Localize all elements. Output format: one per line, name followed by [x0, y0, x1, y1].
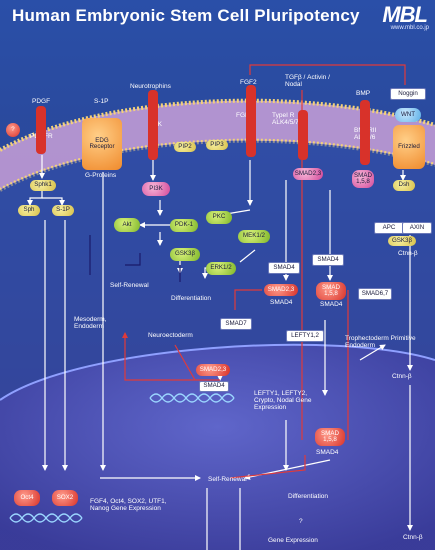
fgfr-stalk	[246, 85, 256, 157]
erk12-node: ERK1/2	[206, 262, 236, 275]
brand-url: www.mbl.co.jp	[390, 25, 429, 31]
differentiation-label-a: Differentiation	[171, 295, 211, 302]
tgf-activin-nodal-label: TGFβ / Activin / Nodal	[285, 74, 330, 88]
type1r-stalk	[298, 110, 308, 160]
smad4-node-b: SMAD4	[268, 262, 300, 274]
axin-node: AXIN	[402, 222, 432, 234]
pdgf-label: PDGF	[32, 98, 51, 105]
neurotrophins-label: Neurotrophins	[130, 83, 171, 90]
smad4-node-a: SMAD4	[312, 254, 344, 266]
smad4-label-d: SMAD4	[320, 301, 343, 308]
pdgfr-stalk	[36, 106, 46, 154]
sphk1-node: Sphk1	[30, 180, 56, 191]
wnt-node: WNT	[395, 108, 421, 122]
smad23-node-b: SMAD2,3	[264, 284, 298, 296]
unknown-ligand-marker: ?	[6, 123, 20, 137]
sox2-node: SOX2	[52, 490, 78, 506]
pkc-node: PKC	[206, 211, 232, 224]
page-title: Human Embryonic Stem Cell Pluripotency	[12, 6, 360, 25]
neuroectoderm-label: Neuroectoderm	[148, 332, 193, 339]
ctnnb-label-b: Ctnn-β	[392, 373, 412, 380]
brand-logo: MBL	[382, 2, 428, 27]
bmpr-stalk	[360, 100, 370, 165]
dna-helix-oct4	[9, 513, 83, 523]
header: Human Embryonic Stem Cell Pluripotency M…	[0, 0, 435, 32]
question-label: ?	[299, 518, 303, 525]
fgf4-gene-expression-label: FGF4, Oct4, SOX2, UTF1, Nanog Gene Expre…	[90, 498, 167, 512]
g-proteins-label: G-Proteins	[85, 172, 117, 179]
gene-expression-label: Gene Expression	[268, 537, 318, 544]
dsh-node: Dsh	[393, 180, 415, 191]
smad7-node: SMAD7	[220, 318, 252, 330]
ctnnb-label-c: Ctnn-β	[403, 534, 423, 541]
fgfr-label: FGFR	[236, 112, 254, 119]
pdk1-node: PDK-1	[170, 219, 198, 232]
membrane-beads	[0, 98, 435, 152]
s1p-top-label: S-1P	[94, 98, 109, 105]
smad158-node-b: SMAD 1,5,8	[316, 282, 346, 300]
sph-node: Sph	[18, 205, 40, 216]
smad4-label-c: SMAD4	[270, 299, 293, 306]
type1r-label: TypeI R ALK4/5/7	[272, 112, 299, 126]
akt-node: Akt	[114, 218, 140, 232]
smad67-node: SMAD6,7	[358, 288, 392, 300]
smad158-receptor-node: SMAD 1,5,8	[352, 170, 374, 188]
s1p-node: S-1P	[52, 205, 74, 216]
lefty-gene-expression-label: LEFTY1, LEFTY2, Crypto, Nodal Gene Expre…	[254, 390, 312, 411]
smad4-label-f: SMAD4	[316, 449, 339, 456]
trophectoderm-label: Trophectoderm Primitive Endoderm	[345, 335, 416, 349]
nucleus	[0, 344, 435, 550]
self-renewal-label-a: Self-Renewal	[110, 282, 149, 289]
noggin-node: Noggin	[390, 88, 426, 100]
apc-node: APC	[374, 222, 404, 234]
smad23-node-c: SMAD2,3	[196, 364, 230, 376]
mek12-node: MEK1/2	[238, 230, 270, 243]
gsk3b-wnt-node: GSK3β	[388, 236, 416, 246]
bmpr-label: BMPRII ALK3/6	[354, 127, 386, 141]
differentiation-label-b: Differentiation	[288, 493, 328, 500]
pip2-node: PIP2	[174, 142, 196, 152]
edg-receptor: EDG Receptor	[82, 118, 122, 170]
frizzled-receptor: Frizzled	[393, 125, 425, 169]
smad23-receptor-node: SMAD2,3	[293, 168, 323, 180]
fgf2-label: FGF2	[240, 79, 257, 86]
ctnnb-label-a: Ctnn-β	[398, 250, 418, 257]
oct4-node: Oct4	[14, 490, 40, 506]
trk-stalk	[148, 90, 158, 160]
bmp-label: BMP	[356, 90, 371, 97]
lefty12-node: LEFTY1,2	[286, 330, 324, 342]
gsk3b-node: GSK3β	[170, 248, 200, 261]
pip3-node: PIP3	[206, 140, 228, 150]
pi3k-node: PI3K	[142, 182, 170, 196]
smad158-node-c: SMAD 1,5,8	[315, 428, 345, 446]
mesoderm-endoderm-label: Mesoderm, Endoderm	[74, 316, 107, 330]
self-renewal-label-b: Self-Renewal	[208, 476, 247, 483]
smad4-node-e: SMAD4	[199, 381, 229, 392]
dna-helix-lefty	[149, 393, 235, 403]
